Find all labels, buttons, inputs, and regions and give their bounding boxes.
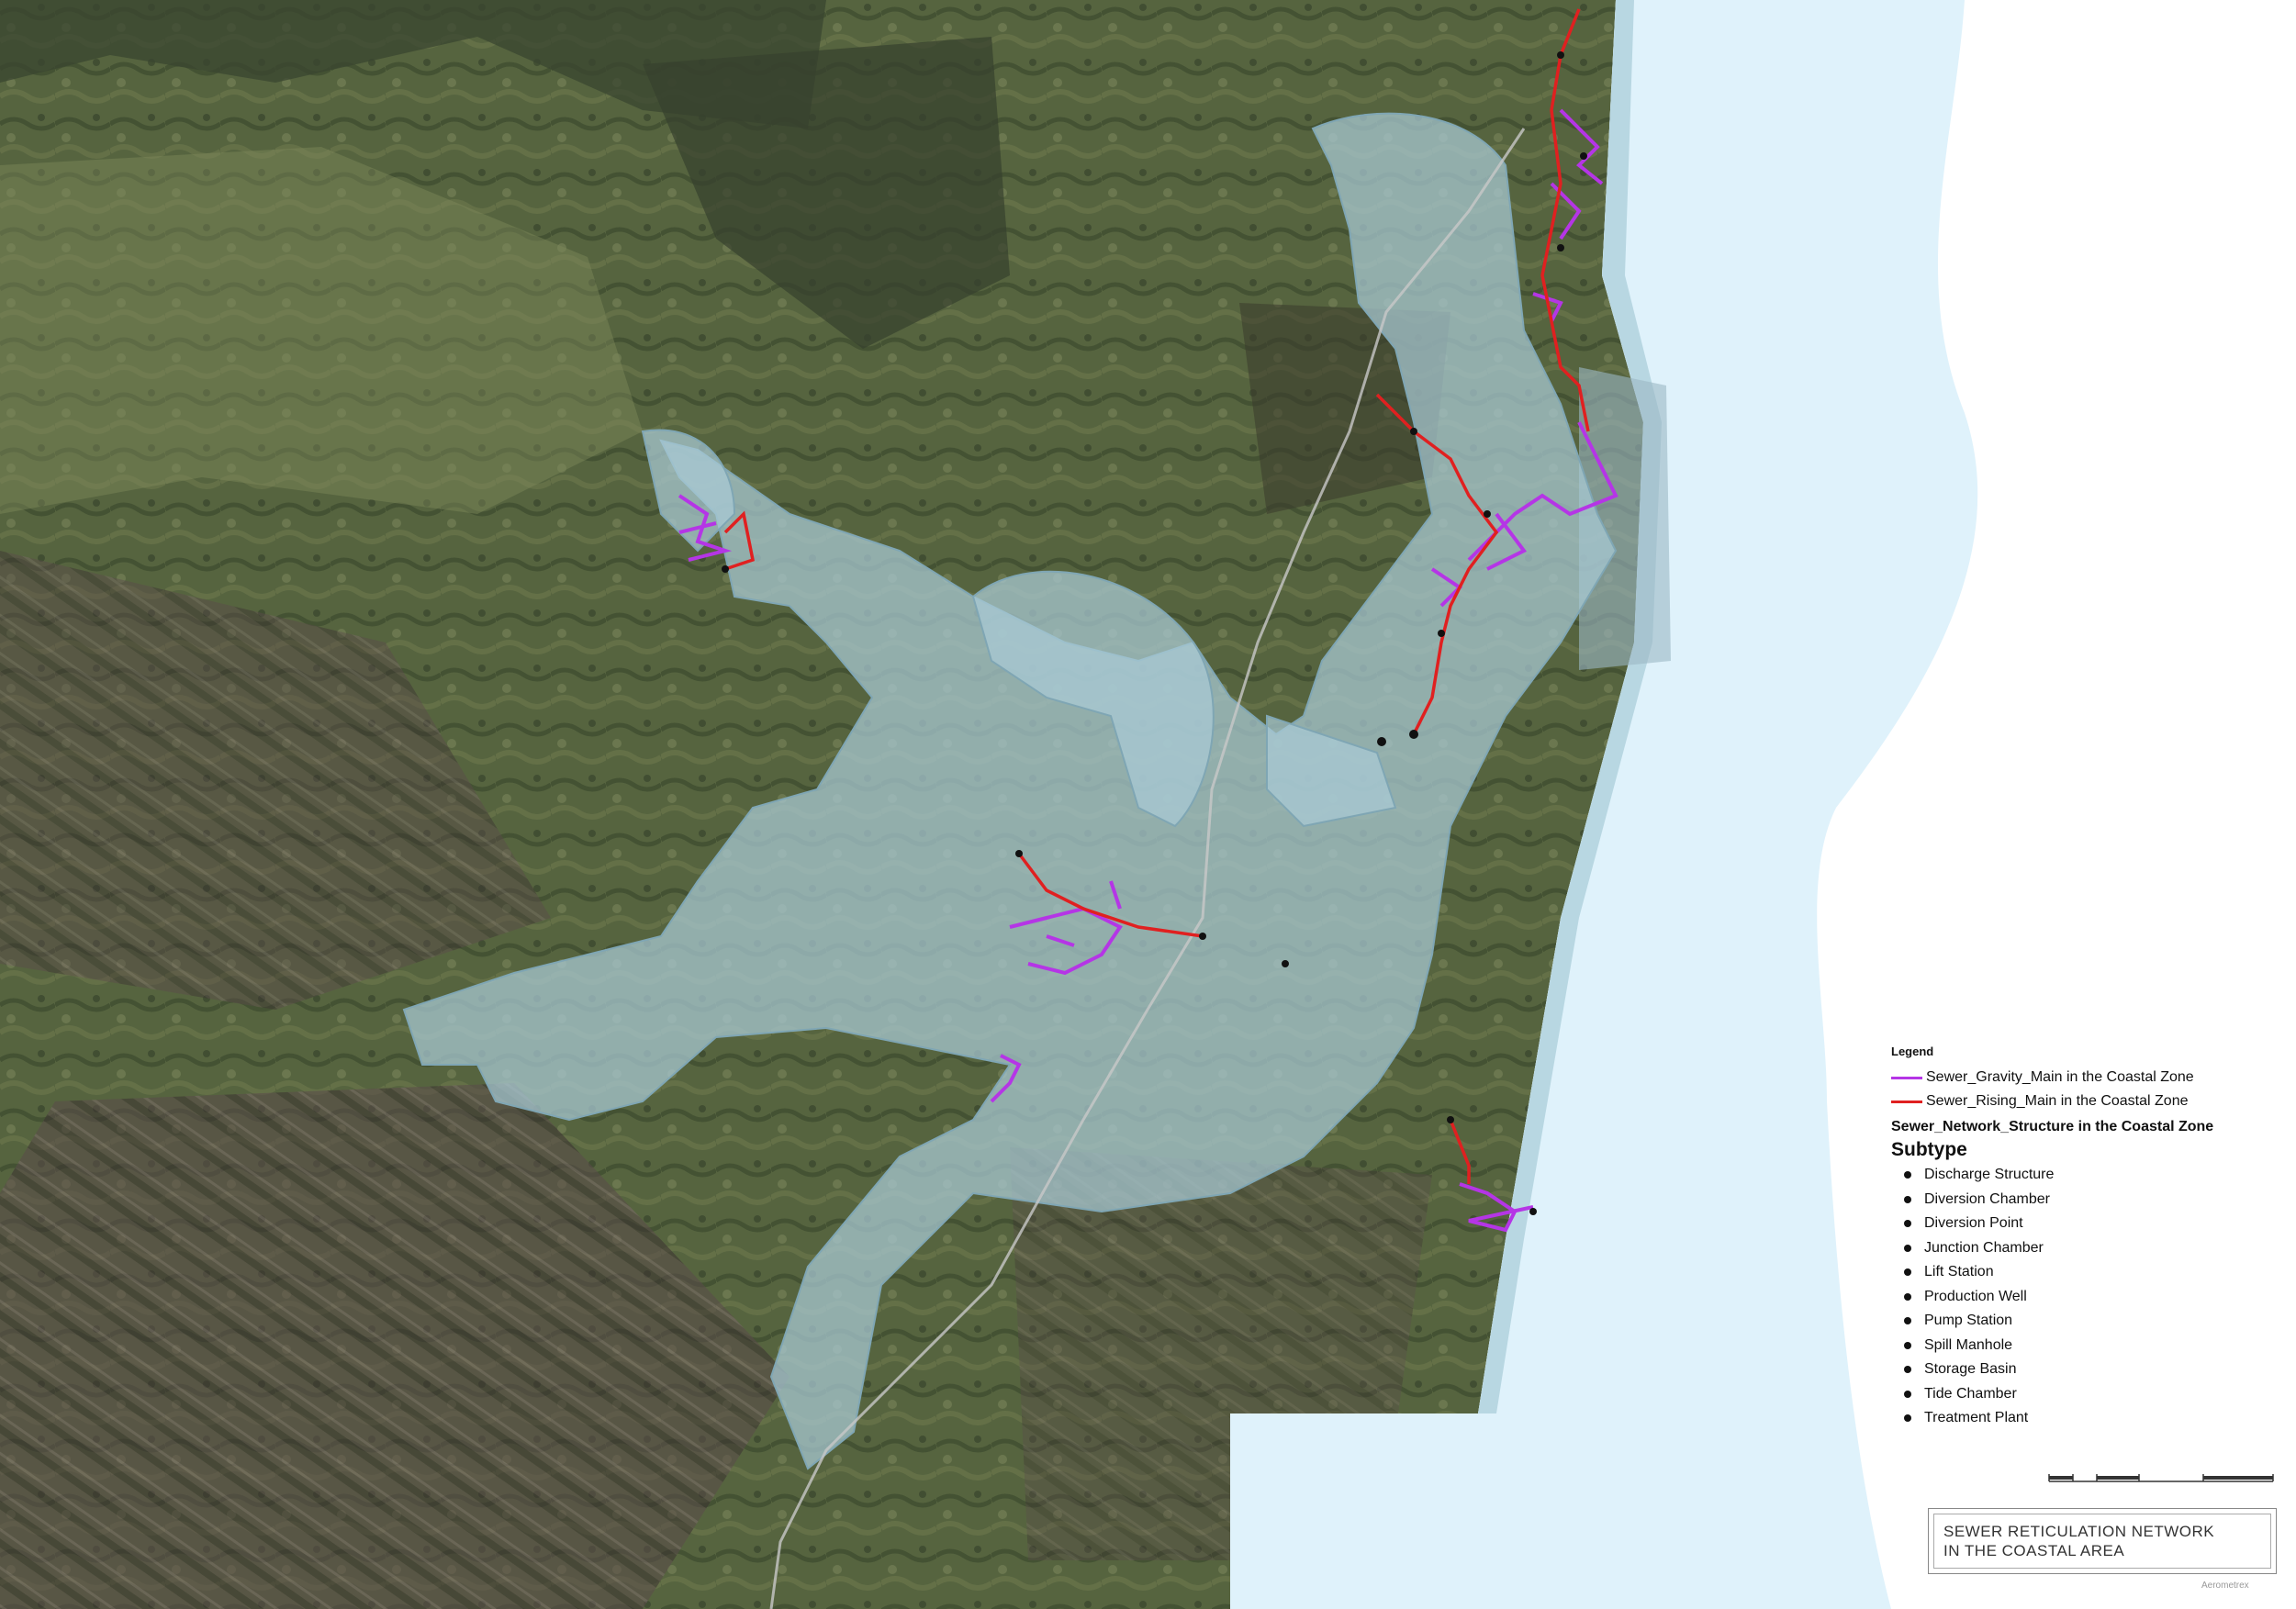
legend-subtype-label: Discharge Structure <box>1924 1167 2055 1183</box>
legend-heading: Legend <box>1891 1045 1934 1058</box>
legend-subtype-label: Diversion Chamber <box>1924 1190 2050 1207</box>
structure-dot-icon <box>1904 1268 1911 1277</box>
sewer-gravity-main-network <box>678 108 1618 1233</box>
structure-dot-icon <box>1904 1317 1911 1325</box>
map-legend: Legend Sewer_Gravity_Main in the Coastal… <box>1891 1045 2277 1431</box>
legend-subtype-list: Discharge Structure Diversion Chamber Di… <box>1891 1163 2277 1431</box>
legend-subtype-item: Diversion Chamber <box>1891 1188 2277 1212</box>
forest-area <box>0 0 826 128</box>
legend-subtype-label: Lift Station <box>1924 1264 1994 1280</box>
legend-subtype-label: Pump Station <box>1924 1313 2013 1329</box>
map-title-line: SEWER RETICULATION NETWORK <box>1943 1523 2215 1540</box>
legend-subtype-item: Pump Station <box>1891 1309 2277 1334</box>
legend-item-rising-main: Sewer_Rising_Main in the Coastal Zone <box>1891 1089 2277 1113</box>
structure-dot-icon <box>1904 1390 1911 1398</box>
legend-subtype-item: Discharge Structure <box>1891 1163 2277 1188</box>
legend-subtype-label: Spill Manhole <box>1924 1336 2013 1353</box>
map-title-line: IN THE COASTAL AREA <box>1943 1542 2125 1559</box>
map-title-box: SEWER RETICULATION NETWORK IN THE COASTA… <box>1928 1508 2277 1574</box>
legend-subtype-item: Treatment Plant <box>1891 1406 2277 1431</box>
nearshore-shelf <box>1579 367 1671 670</box>
legend-subtype-item: Tide Chamber <box>1891 1382 2277 1407</box>
legend-subtype-item: Storage Basin <box>1891 1358 2277 1382</box>
legend-structure-title: Sewer_Network_Structure in the Coastal Z… <box>1891 1119 2214 1134</box>
legend-subtype-item: Junction Chamber <box>1891 1236 2277 1261</box>
structure-dot-icon <box>1904 1366 1911 1374</box>
map-title-inner: SEWER RETICULATION NETWORK IN THE COASTA… <box>1933 1514 2271 1569</box>
imagery-credit: Aerometrex <box>2201 1581 2249 1591</box>
structure-dot-icon <box>1904 1220 1911 1228</box>
structure-dot-icon <box>1904 1292 1911 1301</box>
legend-subtype-label: Production Well <box>1924 1288 2027 1304</box>
ridge-area <box>0 1083 790 1609</box>
legend-subtype-label: Junction Chamber <box>1924 1239 2044 1256</box>
sewer-rising-main-network <box>723 8 1590 1184</box>
scale-bar <box>2048 1474 2274 1482</box>
legend-subtype-label: Treatment Plant <box>1924 1410 2029 1426</box>
legend-subtype-item: Diversion Point <box>1891 1212 2277 1236</box>
structure-dot-icon <box>1904 1341 1911 1349</box>
structure-dot-icon <box>1904 1195 1911 1203</box>
sewer-structure-points <box>722 51 1587 1215</box>
legend-item-gravity-main: Sewer_Gravity_Main in the Coastal Zone <box>1891 1066 2277 1089</box>
farmland-area <box>0 147 643 514</box>
legend-subtype-label: Diversion Point <box>1924 1215 2023 1232</box>
legend-subtype-item: Lift Station <box>1891 1260 2277 1285</box>
structure-dot-icon <box>1904 1171 1911 1179</box>
forest-area <box>643 37 1010 349</box>
legend-subtype-item: Production Well <box>1891 1285 2277 1310</box>
legend-item-label: Sewer_Gravity_Main in the Coastal Zone <box>1926 1069 2194 1085</box>
highway <box>769 128 1526 1609</box>
coastal-zone-overlay <box>402 112 1618 1470</box>
gravity-main-swatch <box>1891 1076 1922 1079</box>
legend-subtype-label: Tide Chamber <box>1924 1385 2017 1402</box>
legend-subtype-label: Storage Basin <box>1924 1361 2017 1378</box>
legend-subtype-title: Subtype <box>1891 1139 1967 1160</box>
rising-main-swatch <box>1891 1100 1922 1103</box>
legend-subtype-item: Spill Manhole <box>1891 1334 2277 1358</box>
structure-dot-icon <box>1904 1244 1911 1252</box>
beach-strip <box>1478 0 1662 1413</box>
structure-dot-icon <box>1904 1414 1911 1423</box>
ridge-area <box>0 551 551 1010</box>
legend-item-label: Sewer_Rising_Main in the Coastal Zone <box>1926 1093 2189 1109</box>
